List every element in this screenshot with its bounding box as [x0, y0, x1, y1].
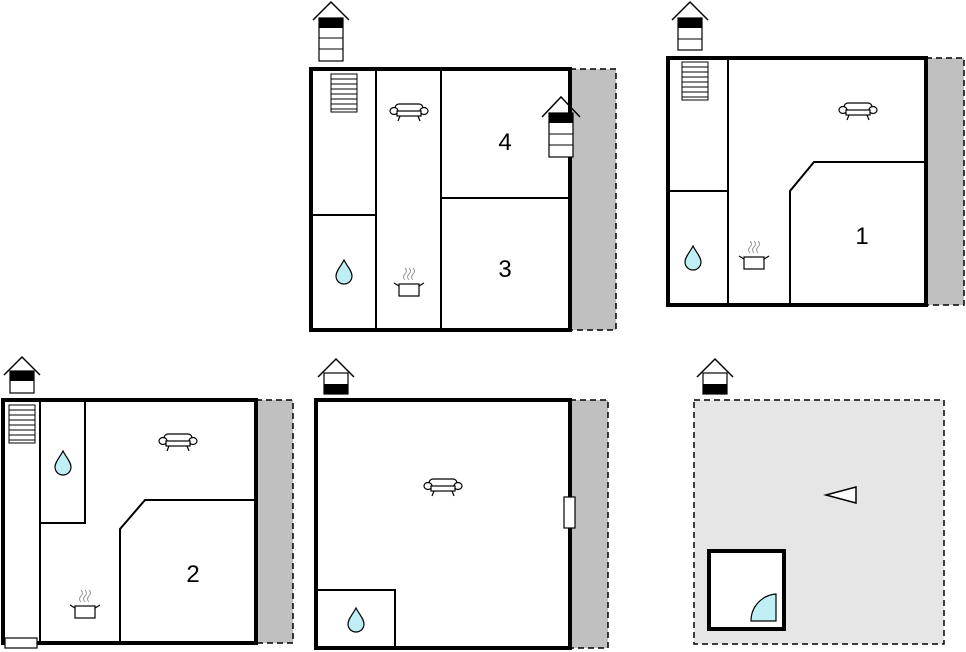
floorplan-c: 2 — [1, 355, 294, 649]
terrace — [569, 399, 609, 649]
shower-icon — [750, 593, 777, 622]
stairs-icon — [8, 404, 36, 444]
room-label: 1 — [855, 223, 868, 250]
room-label: 2 — [186, 561, 199, 588]
interior-wall — [119, 499, 256, 643]
door-mark — [563, 496, 576, 529]
stairs-icon — [681, 61, 709, 101]
house-entrance-icon — [317, 357, 355, 395]
room-label: 3 — [498, 256, 511, 283]
triangle-pointer-icon — [823, 486, 857, 504]
outer-wall — [1, 398, 258, 645]
floorplan-e — [693, 357, 945, 645]
terrace — [569, 68, 617, 331]
outer-wall — [314, 398, 572, 650]
house-entrance-icon — [3, 355, 41, 394]
floorplan-a: 4 3 — [309, 0, 617, 332]
floorplan-d — [314, 357, 609, 650]
terrace — [255, 399, 294, 644]
house-entrance-icon — [696, 357, 734, 395]
terrace — [925, 57, 965, 306]
interior-wall — [40, 400, 86, 524]
floorplan-b: 1 — [666, 0, 965, 307]
door-mark — [4, 637, 38, 649]
interior-wall — [789, 161, 926, 305]
room-label: 4 — [498, 129, 511, 156]
house-entrance-icon — [541, 95, 581, 158]
interior-wall — [316, 589, 396, 648]
house-entrance-icon — [312, 0, 350, 62]
house-entrance-icon — [671, 0, 709, 51]
stairs-icon — [330, 73, 358, 113]
